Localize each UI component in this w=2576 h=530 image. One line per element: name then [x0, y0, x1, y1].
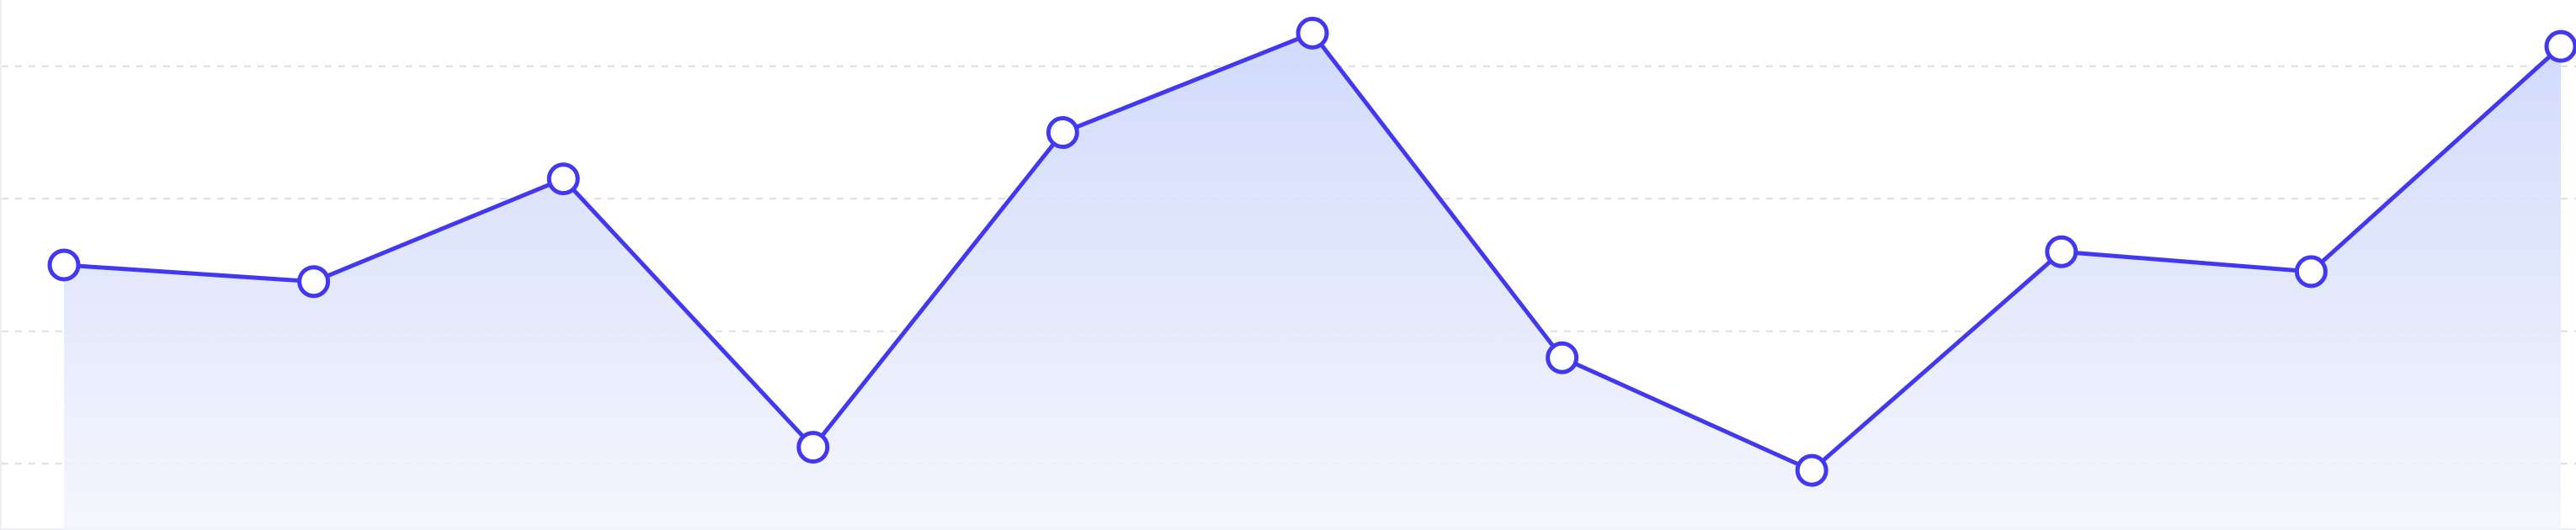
data-point [1546, 341, 1579, 374]
data-point [47, 248, 81, 282]
data-point [1296, 16, 1329, 50]
data-point [546, 162, 580, 196]
data-point [2294, 255, 2328, 289]
data-point [796, 431, 830, 464]
data-point [2544, 29, 2576, 63]
data-point [1046, 116, 1079, 149]
data-points [47, 16, 2576, 487]
area-fill [64, 33, 2561, 530]
data-point [1795, 453, 1828, 487]
data-point [297, 265, 331, 299]
data-point [2045, 235, 2078, 268]
